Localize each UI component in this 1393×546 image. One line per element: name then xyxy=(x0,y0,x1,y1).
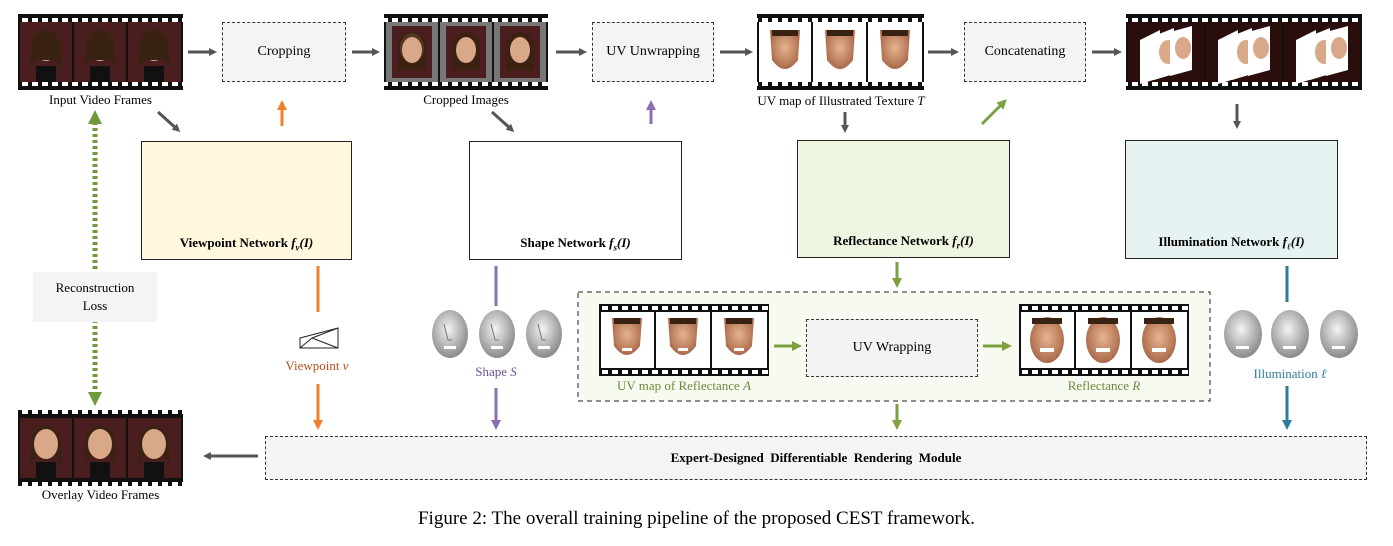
viewpoint-network-fn: f xyxy=(291,235,296,251)
illumination-output-text: Illumination xyxy=(1253,366,1318,381)
illumination-network-fn: f xyxy=(1282,234,1287,250)
uv-illustrated-label: UV map of Illustrated Texture T xyxy=(730,93,952,109)
shape-network-title: Shape Network fs(I) xyxy=(470,235,681,253)
video-frame-photo xyxy=(128,22,181,82)
camera-icon xyxy=(299,327,339,349)
uv-reflectance-face xyxy=(724,318,754,355)
video-frame-photo xyxy=(74,22,126,82)
input-frames-label: Input Video Frames xyxy=(49,92,152,107)
figure-caption: Figure 2: The overall training pipeline … xyxy=(417,508,976,529)
viewpoint-output-label: Viewpoint v xyxy=(262,358,372,374)
reflectance-network-sub: r xyxy=(956,241,961,251)
viewpoint-network-arg: (I) xyxy=(299,235,314,251)
illumination-network-title: Illumination Network fℓ(I) xyxy=(1126,234,1337,252)
reflectance-strip xyxy=(1019,304,1189,376)
input-video-frames-strip xyxy=(18,14,183,90)
loss-arrow-head-down xyxy=(88,392,102,406)
uv-reflectance-text: UV map of Reflectance xyxy=(616,378,740,393)
viewpoint-output-text: Viewpoint xyxy=(285,358,340,373)
shape-output-label: Shape S xyxy=(446,364,546,380)
video-frame-photo xyxy=(20,22,72,82)
reflectance-network-box: Reflectance Network fr(I) xyxy=(797,140,1010,258)
uv-texture-face xyxy=(880,30,910,69)
reconstruction-loss-line1: Reconstruction xyxy=(55,280,135,295)
uv-reflectance-face xyxy=(612,318,642,355)
uv-illustrated-symbol: T xyxy=(917,93,925,108)
reflectance-output-text: Reflectance xyxy=(1067,378,1130,393)
reconstruction-loss-box: Reconstruction Loss xyxy=(33,272,157,322)
overlay-frame-photo xyxy=(128,418,181,478)
viewpoint-network-sub: v xyxy=(295,243,300,253)
cropping-box: Cropping xyxy=(222,22,346,82)
illumination-network-arg: (I) xyxy=(1290,234,1305,250)
illumination-network-sub: ℓ xyxy=(1287,242,1291,252)
overlay-frame-photo xyxy=(20,418,72,478)
uv-wrapping-box: UV Wrapping xyxy=(806,319,978,377)
overlay-frames-label: Overlay Video Frames xyxy=(41,487,160,502)
concatenating-box: Concatenating xyxy=(964,22,1086,82)
viewpoint-network-title: Viewpoint Network fv(I) xyxy=(142,235,351,253)
reflectance-network-name: Reflectance Network xyxy=(833,233,950,249)
illumination-network-name: Illumination Network xyxy=(1158,234,1280,250)
shape-face xyxy=(526,310,562,358)
reflectance-face xyxy=(1142,317,1176,363)
shape-network-arg: (I) xyxy=(616,235,631,251)
illumination-face xyxy=(1271,310,1309,358)
overlay-frame-photo xyxy=(74,418,126,478)
uv-illustrated-texture-strip xyxy=(757,14,924,90)
reconstruction-loss-line2: Loss xyxy=(82,298,108,313)
cropped-images-label: Cropped Images xyxy=(423,92,509,107)
arrow-reflectance-to-concatenating xyxy=(980,99,1007,126)
shape-network-name: Shape Network xyxy=(520,235,606,251)
illumination-output-label: Illumination ℓ xyxy=(1230,366,1350,382)
overlay-video-frames-strip xyxy=(18,410,183,486)
uv-unwrapping-box: UV Unwrapping xyxy=(592,22,714,82)
concat-frame xyxy=(1206,22,1282,84)
uv-texture-face xyxy=(825,30,855,69)
illumination-face xyxy=(1320,310,1358,358)
gray-arrows xyxy=(156,48,1241,460)
shape-output-symbol: S xyxy=(510,364,517,379)
illumination-face xyxy=(1224,310,1262,358)
reflectance-network-title: Reflectance Network fr(I) xyxy=(798,233,1009,251)
illumination-network-box: Illumination Network fℓ(I) xyxy=(1125,140,1338,259)
arrow-input-to-viewpoint-net xyxy=(156,110,181,133)
shape-network-sub: s xyxy=(613,243,617,253)
shape-network-fn: f xyxy=(609,235,614,251)
uv-reflectance-label: UV map of Reflectance A xyxy=(599,378,769,394)
concatenated-frames-strip xyxy=(1126,14,1362,90)
shape-output-text: Shape xyxy=(475,364,508,379)
viewpoint-output-symbol: v xyxy=(342,358,349,373)
illumination-faces xyxy=(1224,310,1358,358)
cropped-frame-photo xyxy=(386,22,438,82)
cropped-frame-photo xyxy=(440,22,492,82)
viewpoint-network-name: Viewpoint Network xyxy=(179,235,288,251)
cropped-frame-photo xyxy=(494,22,546,82)
shape-faces xyxy=(432,310,562,358)
rendering-module-box: Expert-Designed Differentiable Rendering… xyxy=(265,436,1367,480)
uv-reflectance-face xyxy=(668,318,698,355)
uv-texture-face xyxy=(770,30,800,69)
reflectance-network-arg: (I) xyxy=(960,233,974,249)
reflectance-face xyxy=(1086,317,1120,363)
shape-network-box: Shape Network fs(I) xyxy=(469,141,682,260)
shape-face xyxy=(432,310,468,358)
uv-reflectance-symbol: A xyxy=(743,378,752,393)
reflectance-network-fn: f xyxy=(952,233,957,249)
reflectance-face xyxy=(1030,317,1064,363)
arrow-cropped-to-shape-net xyxy=(490,110,515,133)
viewpoint-network-box: Viewpoint Network fv(I) xyxy=(141,141,352,260)
uv-illustrated-text: UV map of Illustrated Texture xyxy=(757,93,915,108)
uv-reflectance-strip xyxy=(599,304,769,376)
cropped-images-strip xyxy=(384,14,548,90)
loss-arrow-head-up xyxy=(88,110,102,124)
reflectance-output-symbol: R xyxy=(1132,378,1141,393)
concat-frame xyxy=(1284,22,1360,84)
illumination-output-symbol: ℓ xyxy=(1321,366,1327,381)
concat-frame xyxy=(1128,22,1204,84)
shape-face xyxy=(479,310,515,358)
reflectance-output-label: Reflectance R xyxy=(1019,378,1189,394)
